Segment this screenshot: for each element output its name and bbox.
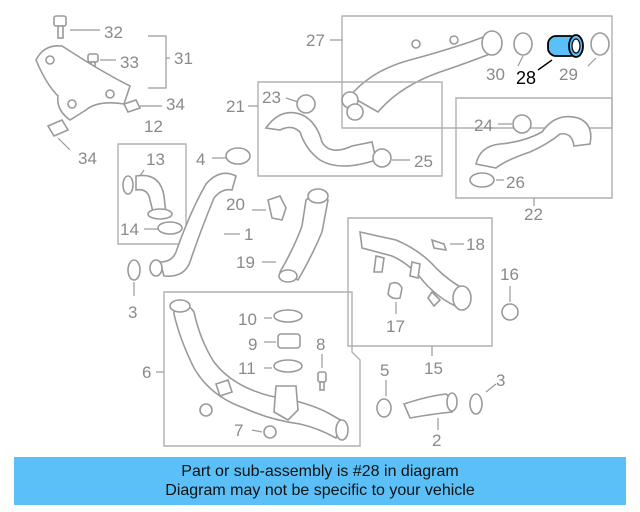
- callout-8: 8: [316, 335, 325, 354]
- callout-3-left: 3: [128, 303, 137, 322]
- group-21: 21 23 25: [226, 81, 443, 177]
- callout-26: 26: [506, 173, 525, 192]
- pipe-19: 19: [236, 188, 329, 283]
- callout-23: 23: [262, 88, 281, 107]
- group-12: 12 13 14: [117, 117, 187, 245]
- group-31: 31 32 33 34 34: [35, 15, 193, 168]
- callout-2: 2: [432, 431, 441, 450]
- callout-13: 13: [146, 150, 165, 169]
- callout-11: 11: [238, 359, 256, 378]
- clamp-4: 4: [196, 147, 251, 169]
- group-6: 6 7 10 9 11 8: [142, 291, 361, 447]
- callout-17: 17: [386, 317, 405, 336]
- clamp-30: [513, 32, 533, 67]
- hose-22: [475, 115, 592, 169]
- clamp-5: 5: [376, 361, 392, 418]
- callout-22: 22: [524, 205, 543, 224]
- info-banner: Part or sub-assembly is #28 in diagram D…: [14, 457, 626, 505]
- callout-32: 32: [104, 23, 123, 42]
- bracket-31: [35, 44, 131, 121]
- callout-24: 24: [474, 116, 493, 135]
- o-ring-3-left: 3: [127, 259, 141, 322]
- callout-18: 18: [466, 235, 485, 254]
- callout-12: 12: [144, 117, 163, 136]
- callout-5: 5: [380, 361, 389, 380]
- callout-33: 33: [120, 53, 139, 72]
- callout-31: 31: [174, 49, 193, 68]
- pipe-6: [173, 304, 346, 440]
- o-ring-3-right: 3: [469, 371, 505, 415]
- callout-30: 30: [486, 65, 505, 84]
- callout-14: 14: [120, 220, 139, 239]
- callout-34-upper: 34: [166, 95, 185, 114]
- callout-25: 25: [414, 152, 433, 171]
- hose-21: [264, 111, 377, 167]
- clamp-29: [587, 32, 610, 67]
- charge-pipe-upper: [348, 35, 502, 114]
- callout-28: 28: [516, 68, 536, 88]
- callout-3-right: 3: [496, 371, 505, 390]
- bracket-20: 20: [226, 195, 287, 221]
- callout-21: 21: [226, 97, 245, 116]
- callout-9: 9: [248, 335, 257, 354]
- callout-7: 7: [234, 421, 243, 440]
- banner-line-1: Part or sub-assembly is #28 in diagram: [181, 463, 459, 480]
- group-15: 15 18 17: [347, 217, 493, 378]
- callout-16: 16: [500, 265, 519, 284]
- callout-34-lower: 34: [78, 149, 97, 168]
- hose-2: 2: [402, 392, 458, 450]
- group-27: 27 30 28 29: [306, 15, 613, 129]
- callout-1: 1: [244, 225, 253, 244]
- callout-19: 19: [236, 253, 255, 272]
- callout-4: 4: [196, 150, 205, 169]
- callout-15: 15: [424, 359, 443, 378]
- callout-6: 6: [142, 363, 151, 382]
- banner-line-2: Diagram may not be specific to your vehi…: [165, 482, 475, 499]
- callout-27: 27: [306, 31, 325, 50]
- callout-10: 10: [238, 310, 257, 329]
- hose-28-highlighted[interactable]: [547, 34, 584, 58]
- callout-29: 29: [559, 65, 578, 84]
- o-ring-16: 16: [500, 265, 519, 321]
- callout-20: 20: [226, 195, 245, 214]
- hose-1: 1: [149, 172, 253, 278]
- group-22: 22 24 26: [455, 97, 613, 224]
